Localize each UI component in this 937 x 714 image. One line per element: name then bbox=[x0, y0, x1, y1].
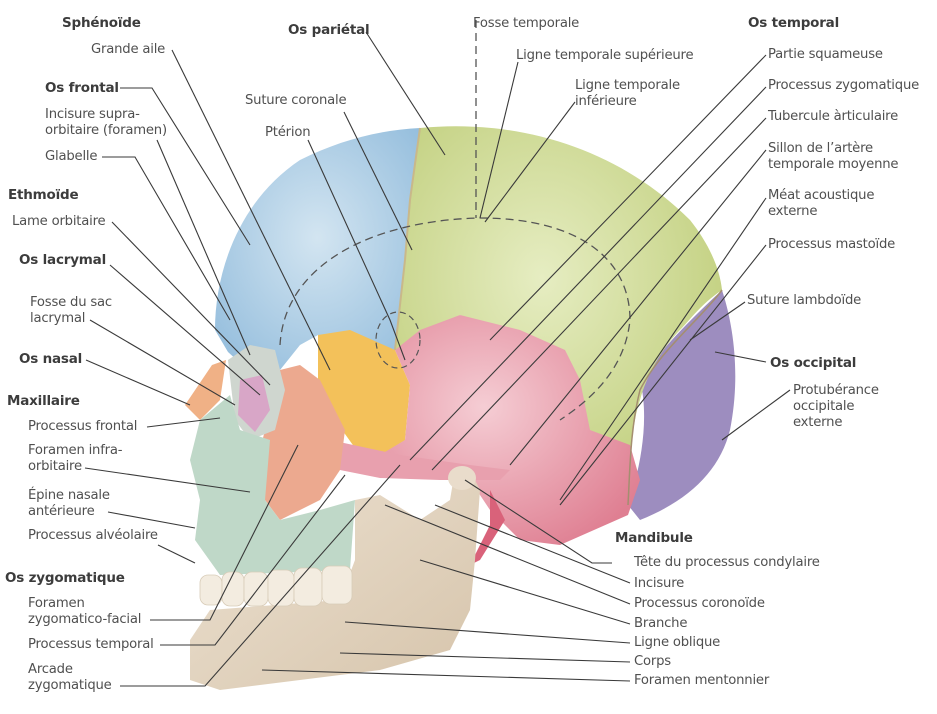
temporal-header: Os temporal bbox=[748, 15, 840, 31]
label-ligne-temporale-superieure: Ligne temporale supérieure bbox=[516, 48, 694, 63]
label-corps: Corps bbox=[634, 654, 671, 669]
label-grande-aile: Grande aile bbox=[91, 42, 166, 57]
label-ligne-oblique: Ligne oblique bbox=[634, 635, 721, 650]
lacrimal-header: Os lacrymal bbox=[19, 252, 107, 268]
nasal-bone bbox=[185, 360, 226, 420]
label-branche: Branche bbox=[634, 616, 688, 631]
ethmoid-header: Ethmoïde bbox=[8, 187, 79, 203]
label-fosse-sac-lacrymal: Fosse du sac lacrymal bbox=[30, 295, 112, 326]
mandible bbox=[190, 470, 480, 690]
label-processus-frontal: Processus frontal bbox=[28, 419, 138, 434]
label-arcade-zygomatique: Arcade zygomatique bbox=[28, 662, 112, 693]
condylar-head bbox=[448, 466, 476, 490]
label-partie-squameuse: Partie squameuse bbox=[768, 47, 883, 62]
label-pterion: Ptérion bbox=[265, 125, 311, 140]
label-ligne-temporale-inferieure: Ligne temporale inférieure bbox=[575, 78, 680, 109]
label-foramen-mentonnier: Foramen mentonnier bbox=[634, 673, 770, 688]
sphenoid-header: Sphénoïde bbox=[62, 15, 141, 31]
label-glabelle: Glabelle bbox=[45, 149, 98, 164]
label-processus-zygomatique: Processus zygomatique bbox=[768, 78, 920, 93]
label-epine-nasale: Épine nasale antérieure bbox=[28, 488, 110, 519]
teeth bbox=[199, 565, 353, 607]
frontal-header: Os frontal bbox=[45, 80, 119, 96]
label-processus-alveolaire: Processus alvéolaire bbox=[28, 528, 158, 543]
label-processus-mastoide: Processus mastoïde bbox=[768, 237, 896, 252]
mandible-header: Mandibule bbox=[615, 530, 693, 546]
label-processus-temporal: Processus temporal bbox=[28, 637, 154, 652]
label-incisure: Incisure bbox=[634, 576, 685, 591]
label-suture-lambdoide: Suture lambdoïde bbox=[747, 293, 862, 308]
maxilla-header: Maxillaire bbox=[7, 393, 80, 409]
maxilla bbox=[190, 395, 355, 575]
zygomatic-header: Os zygomatique bbox=[5, 570, 125, 586]
label-fosse-temporale: Fosse temporale bbox=[473, 16, 580, 31]
temporal-bone bbox=[380, 315, 640, 545]
parietal-header: Os pariétal bbox=[288, 22, 370, 38]
label-foramen-zygomatico-facial: Foramen zygomatico-facial bbox=[28, 596, 142, 627]
label-processus-coronoide: Processus coronoïde bbox=[634, 596, 765, 611]
label-tete-condylaire: Tête du processus condylaire bbox=[634, 555, 820, 570]
sphenoid-bone bbox=[318, 330, 410, 470]
label-foramen-infra-orbitaire: Foramen infra- orbitaire bbox=[28, 443, 123, 474]
label-meat-acoustique: Méat acoustique externe bbox=[768, 188, 875, 219]
occipital-bone bbox=[628, 290, 736, 520]
label-sillon-artere: Sillon de l’artère temporale moyenne bbox=[768, 141, 899, 172]
styloid-process bbox=[470, 490, 505, 565]
parietal-bone bbox=[395, 126, 722, 505]
pterion-circle bbox=[375, 311, 421, 369]
label-protuberance-occipitale: Protubérance occipitale externe bbox=[793, 383, 879, 430]
occipital-header: Os occipital bbox=[770, 355, 857, 371]
frontal-bone bbox=[215, 128, 420, 372]
label-incisure-supra-orbitaire: Incisure supra- orbitaire (foramen) bbox=[45, 107, 167, 138]
lacrimal-bone bbox=[238, 375, 270, 432]
label-suture-coronale: Suture coronale bbox=[245, 93, 347, 108]
nasal-header: Os nasal bbox=[19, 351, 83, 367]
label-tubercule-articulaire: Tubercule àrticulaire bbox=[768, 109, 899, 124]
label-lame-orbitaire: Lame orbitaire bbox=[12, 214, 106, 229]
temporal-line-superior bbox=[279, 217, 631, 421]
